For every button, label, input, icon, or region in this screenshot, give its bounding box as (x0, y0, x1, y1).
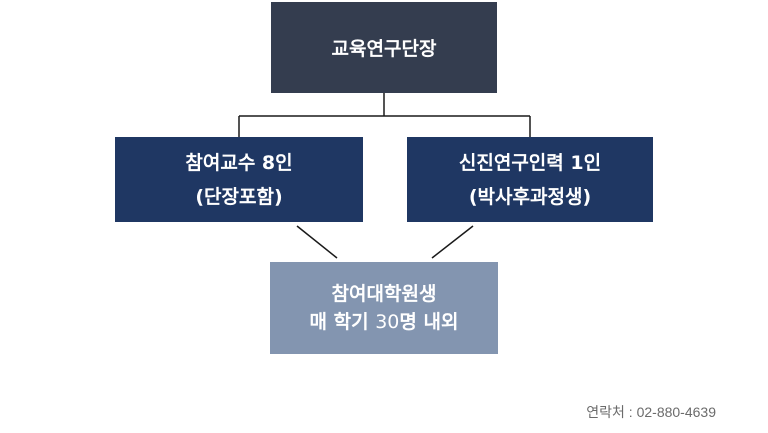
students-line1: 참여대학원생 (331, 283, 437, 305)
head-label: 교육연구단장 (331, 38, 437, 60)
participants-line2: (단장포함) (195, 185, 283, 208)
students-count: 30 (375, 311, 400, 333)
head-box: 교육연구단장 (271, 2, 497, 93)
connector-left-diagonal (296, 225, 338, 259)
researchers-box: 신진연구인력 1인 (박사후과정생) (407, 137, 653, 222)
students-box: 참여대학원생 매 학기 30명 내외 (270, 262, 498, 354)
contact-info: 연락처 : 02-880-4639 (586, 404, 716, 420)
students-line2: 매 학기 30명 내외 (310, 308, 459, 336)
participants-line1: 참여교수 8인 (185, 151, 293, 174)
researchers-line1: 신진연구인력 1인 (458, 151, 602, 174)
participants-box: 참여교수 8인 (단장포함) (115, 137, 363, 222)
students-line2-b: 명 내외 (399, 311, 459, 333)
students-line2-a: 매 학기 (309, 311, 376, 333)
connector-right-diagonal (431, 225, 474, 259)
researchers-line2: (박사후과정생) (468, 185, 592, 208)
